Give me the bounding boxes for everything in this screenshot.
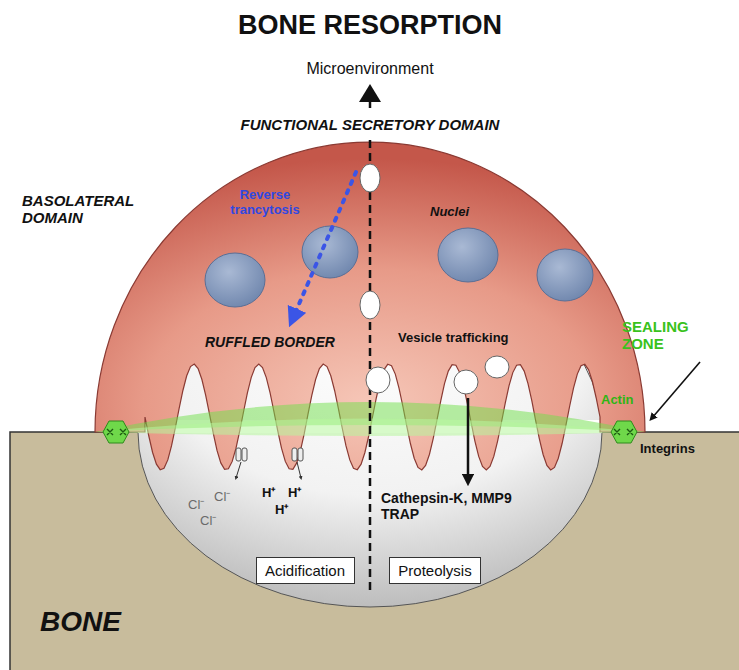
ion-label: H⁺ (262, 486, 275, 501)
ion-label: Cl⁻ (200, 514, 216, 529)
protein-label: Integrins (640, 442, 695, 457)
ion-channels (236, 448, 303, 461)
sealing-pointer (652, 362, 700, 418)
domain-label: FUNCTIONAL SECRETORY DOMAIN (241, 116, 500, 133)
nuclei (205, 226, 593, 307)
ion-flow-arrows (236, 462, 301, 478)
axis-label: Microenvironment (306, 60, 433, 78)
tissue-label: BONE (40, 606, 121, 638)
axis-arrowhead (359, 84, 381, 102)
diagram-title: BONE RESORPTION (238, 10, 502, 41)
box-label: Acidification (265, 562, 345, 579)
vesicles (360, 164, 509, 394)
organelle-label: Nuclei (430, 205, 469, 220)
actin-ring (611, 421, 637, 443)
zone-label: SEALING ZONE (622, 318, 732, 353)
pathway-label: Reverse trancytosis (212, 188, 318, 218)
ion-label: Cl⁻ (188, 498, 204, 513)
domain-label: BASOLATERAL DOMAIN (22, 192, 157, 227)
actin-ring (103, 421, 129, 443)
enzyme-label: Cathepsin-K, MMP9 TRAP (381, 490, 551, 522)
ion-label: H⁺ (275, 503, 288, 518)
secretion-arrow (467, 398, 470, 480)
transcytosis-arrow (293, 172, 356, 318)
box-label: Proteolysis (398, 562, 471, 579)
process-box: Acidification (256, 557, 355, 584)
process-label: Vesicle trafficking (398, 331, 509, 346)
ion-label: Cl⁻ (214, 490, 230, 505)
protein-label: Actin (601, 393, 634, 408)
ion-label: H⁺ (288, 486, 301, 501)
domain-label: RUFFLED BORDER (205, 334, 335, 350)
process-box: Proteolysis (389, 557, 481, 584)
